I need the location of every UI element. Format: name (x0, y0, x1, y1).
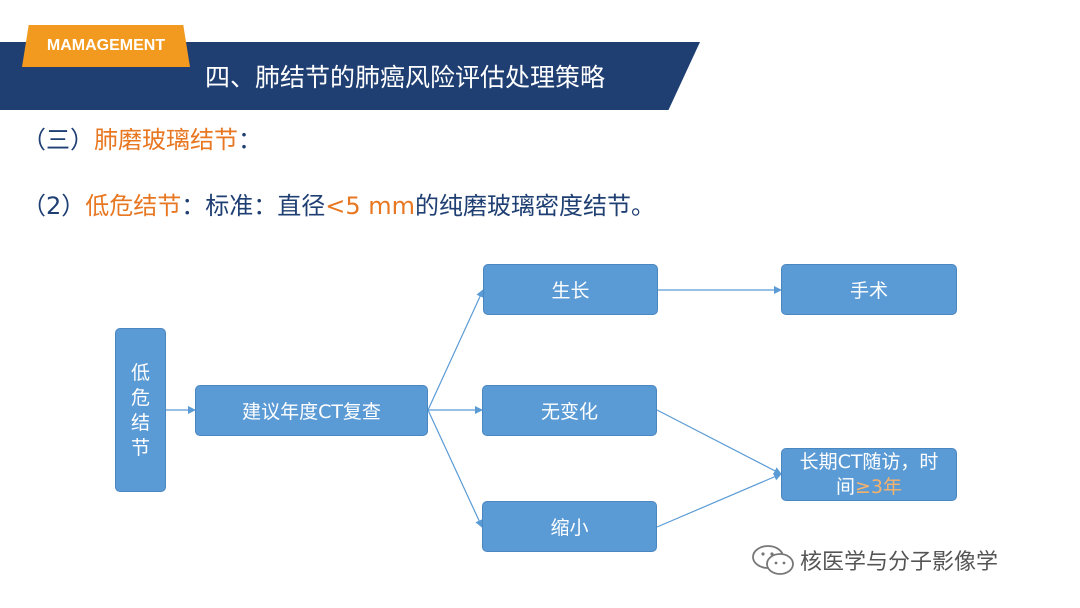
section-tag-bg (22, 25, 190, 67)
followup-line2-prefix: 间 (835, 475, 855, 498)
watermark: 核医学与分子影像学 (750, 540, 1060, 580)
section-tag: MAMAGEMENT (46, 37, 166, 54)
followup-text: 长期CT随访，时 间≥3年 (800, 450, 939, 500)
section-prefix: （三） (22, 126, 94, 154)
node-no-change: 无变化 (482, 385, 657, 436)
section-title: 肺磨玻璃结节 (94, 126, 238, 154)
node-growth: 生长 (483, 264, 658, 315)
node-low-risk: 低 危 结 节 (115, 328, 166, 492)
node-low-risk-char: 危 (130, 387, 150, 409)
wechat-icon (752, 545, 794, 575)
node-low-risk-char: 节 (130, 437, 150, 459)
node-shrink: 缩小 (482, 501, 657, 552)
criteria-suffix: 的纯磨玻璃密度结节。 (415, 192, 656, 220)
node-long-term-followup: 长期CT随访，时 间≥3年 (781, 448, 957, 501)
slide-title: 四、肺结节的肺癌风险评估处理策略 (205, 63, 606, 92)
section-suffix: ： (238, 126, 262, 154)
node-surgery: 手术 (781, 264, 957, 315)
criteria-prefix: （2） (22, 192, 86, 220)
criteria-label: 低危结节 (85, 192, 182, 220)
node-low-risk-char: 低 (130, 362, 150, 384)
arrow-nochange-to-followup (656, 409, 782, 475)
node-annual-ct: 建议年度CT复查 (195, 385, 428, 436)
arrow-step-to-growth (427, 289, 484, 411)
arrow-shrink-to-followup (656, 473, 782, 528)
arrow-step-to-shrink (427, 409, 483, 528)
node-low-risk-char: 结 (130, 412, 150, 434)
criteria-middle: ：标准：直径 (181, 192, 326, 220)
watermark-text: 核医学与分子影像学 (800, 550, 999, 575)
criteria-line: （2）低危结节：标准：直径<5 mm的纯磨玻璃密度结节。 (22, 186, 655, 226)
section-heading: （三）肺磨玻璃结节： (22, 120, 262, 160)
followup-duration: ≥3年 (855, 475, 903, 498)
criteria-threshold: <5 mm (325, 192, 416, 220)
followup-line1: 长期CT随访，时 (799, 450, 939, 473)
